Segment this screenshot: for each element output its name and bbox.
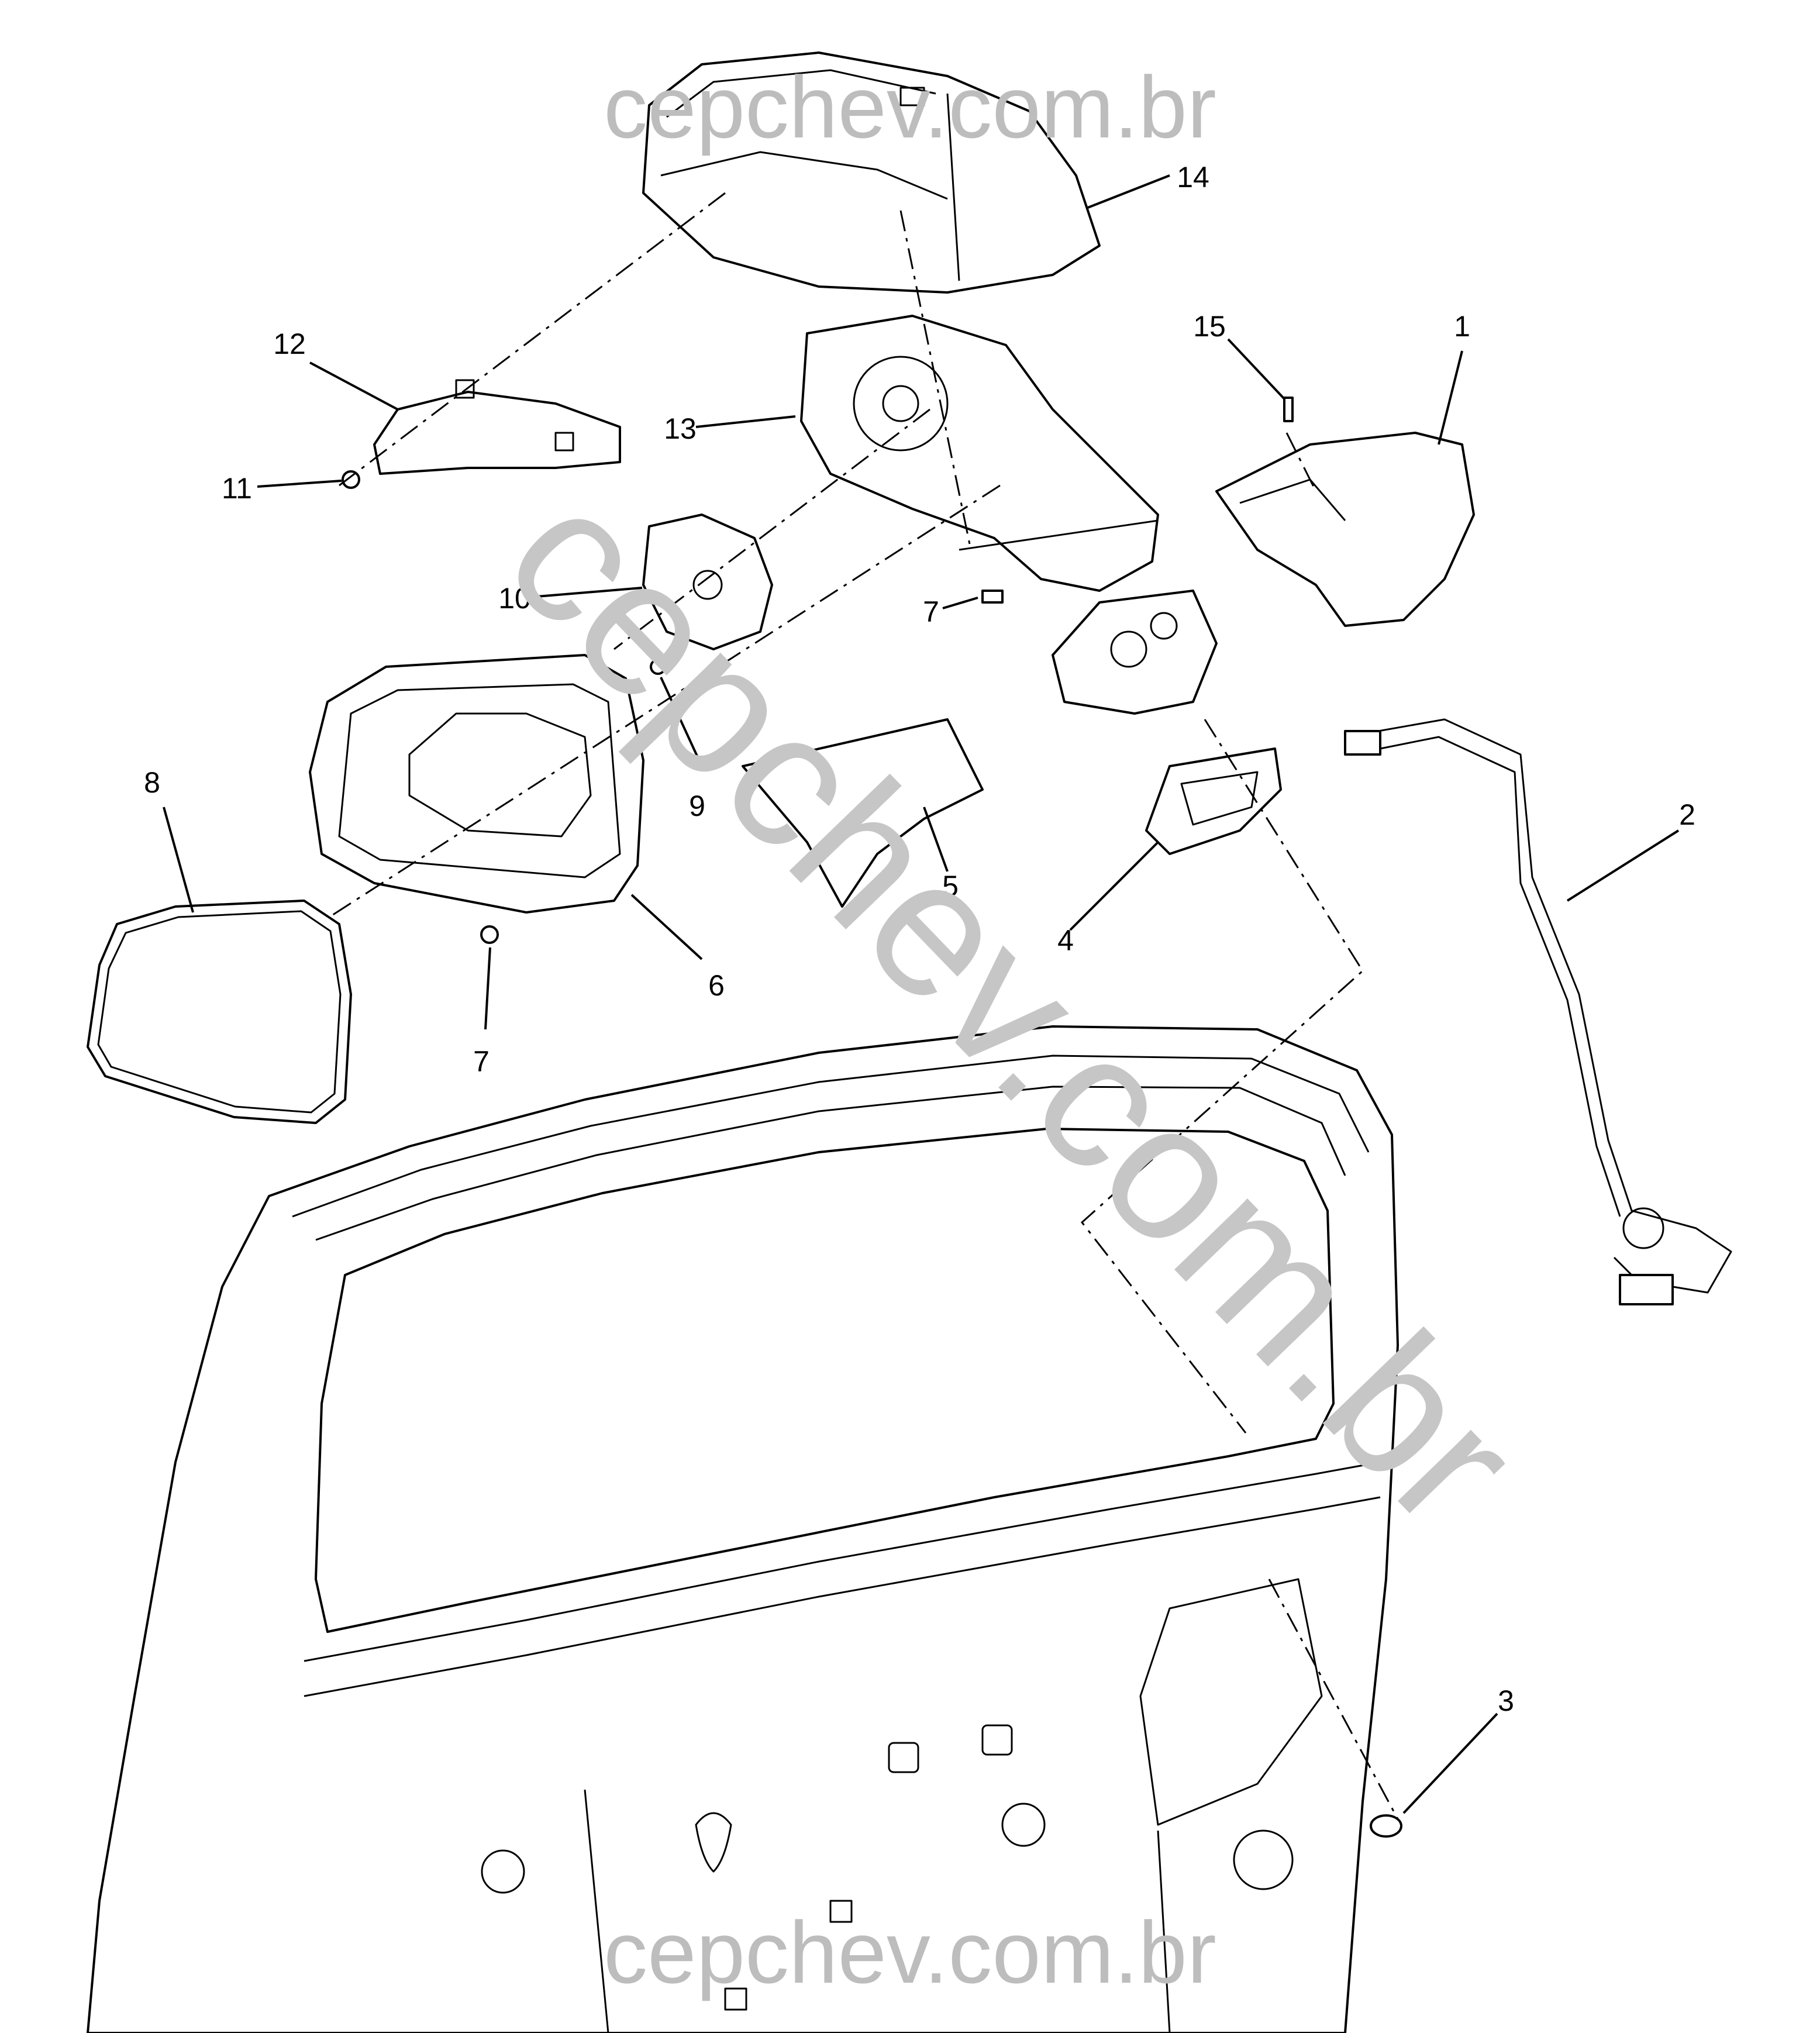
mirror-gasket xyxy=(1145,747,1282,855)
callout-12: 12 xyxy=(273,328,306,360)
callout-9: 9 xyxy=(689,790,705,822)
mirror-glass xyxy=(87,900,352,1124)
turn-signal-lamp xyxy=(373,379,621,475)
mirror-motor-assembly xyxy=(800,315,1159,592)
mirror-mount-base xyxy=(1052,590,1218,715)
clip-3 xyxy=(1370,1814,1402,1838)
door-frame xyxy=(87,1025,1399,2033)
screw-7-lower xyxy=(480,925,499,944)
callout-3: 3 xyxy=(1498,1684,1514,1717)
callout-7-upper: 7 xyxy=(923,595,939,628)
callout-7-lower: 7 xyxy=(473,1045,490,1078)
mirror-housing-cover xyxy=(642,51,1101,294)
callout-1: 1 xyxy=(1454,310,1470,343)
mirror-housing-frame xyxy=(309,654,644,914)
screw-7-upper xyxy=(981,590,1004,604)
callout-13: 13 xyxy=(664,412,697,445)
mirror-actuator xyxy=(642,514,773,650)
screw-11 xyxy=(342,470,360,489)
callout-2: 2 xyxy=(1679,798,1695,831)
callout-5: 5 xyxy=(942,870,959,902)
callout-15: 15 xyxy=(1193,310,1226,343)
callout-6: 6 xyxy=(708,969,725,1002)
leader-lines xyxy=(163,174,1680,1814)
watermark-bottom: cepchev.com.br xyxy=(604,1903,1216,2001)
callout-11: 11 xyxy=(222,472,252,505)
callout-14: 14 xyxy=(1177,161,1209,194)
screw-9 xyxy=(650,659,666,675)
callout-4: 4 xyxy=(1057,924,1074,957)
callout-labels: 1 2 3 4 5 6 7 7 8 9 10 11 12 13 14 15 xyxy=(144,161,1695,1717)
mirror-cover-cap xyxy=(1215,432,1475,627)
callout-10: 10 xyxy=(498,582,531,615)
watermark-top: cepchev.com.br xyxy=(604,58,1216,156)
assembly-center-lines xyxy=(327,192,1399,1820)
bolt-15 xyxy=(1283,397,1294,422)
callout-8: 8 xyxy=(144,766,160,799)
lower-cover xyxy=(742,718,984,908)
wiring-harness xyxy=(1344,718,1732,1305)
fasteners xyxy=(342,397,1402,1838)
